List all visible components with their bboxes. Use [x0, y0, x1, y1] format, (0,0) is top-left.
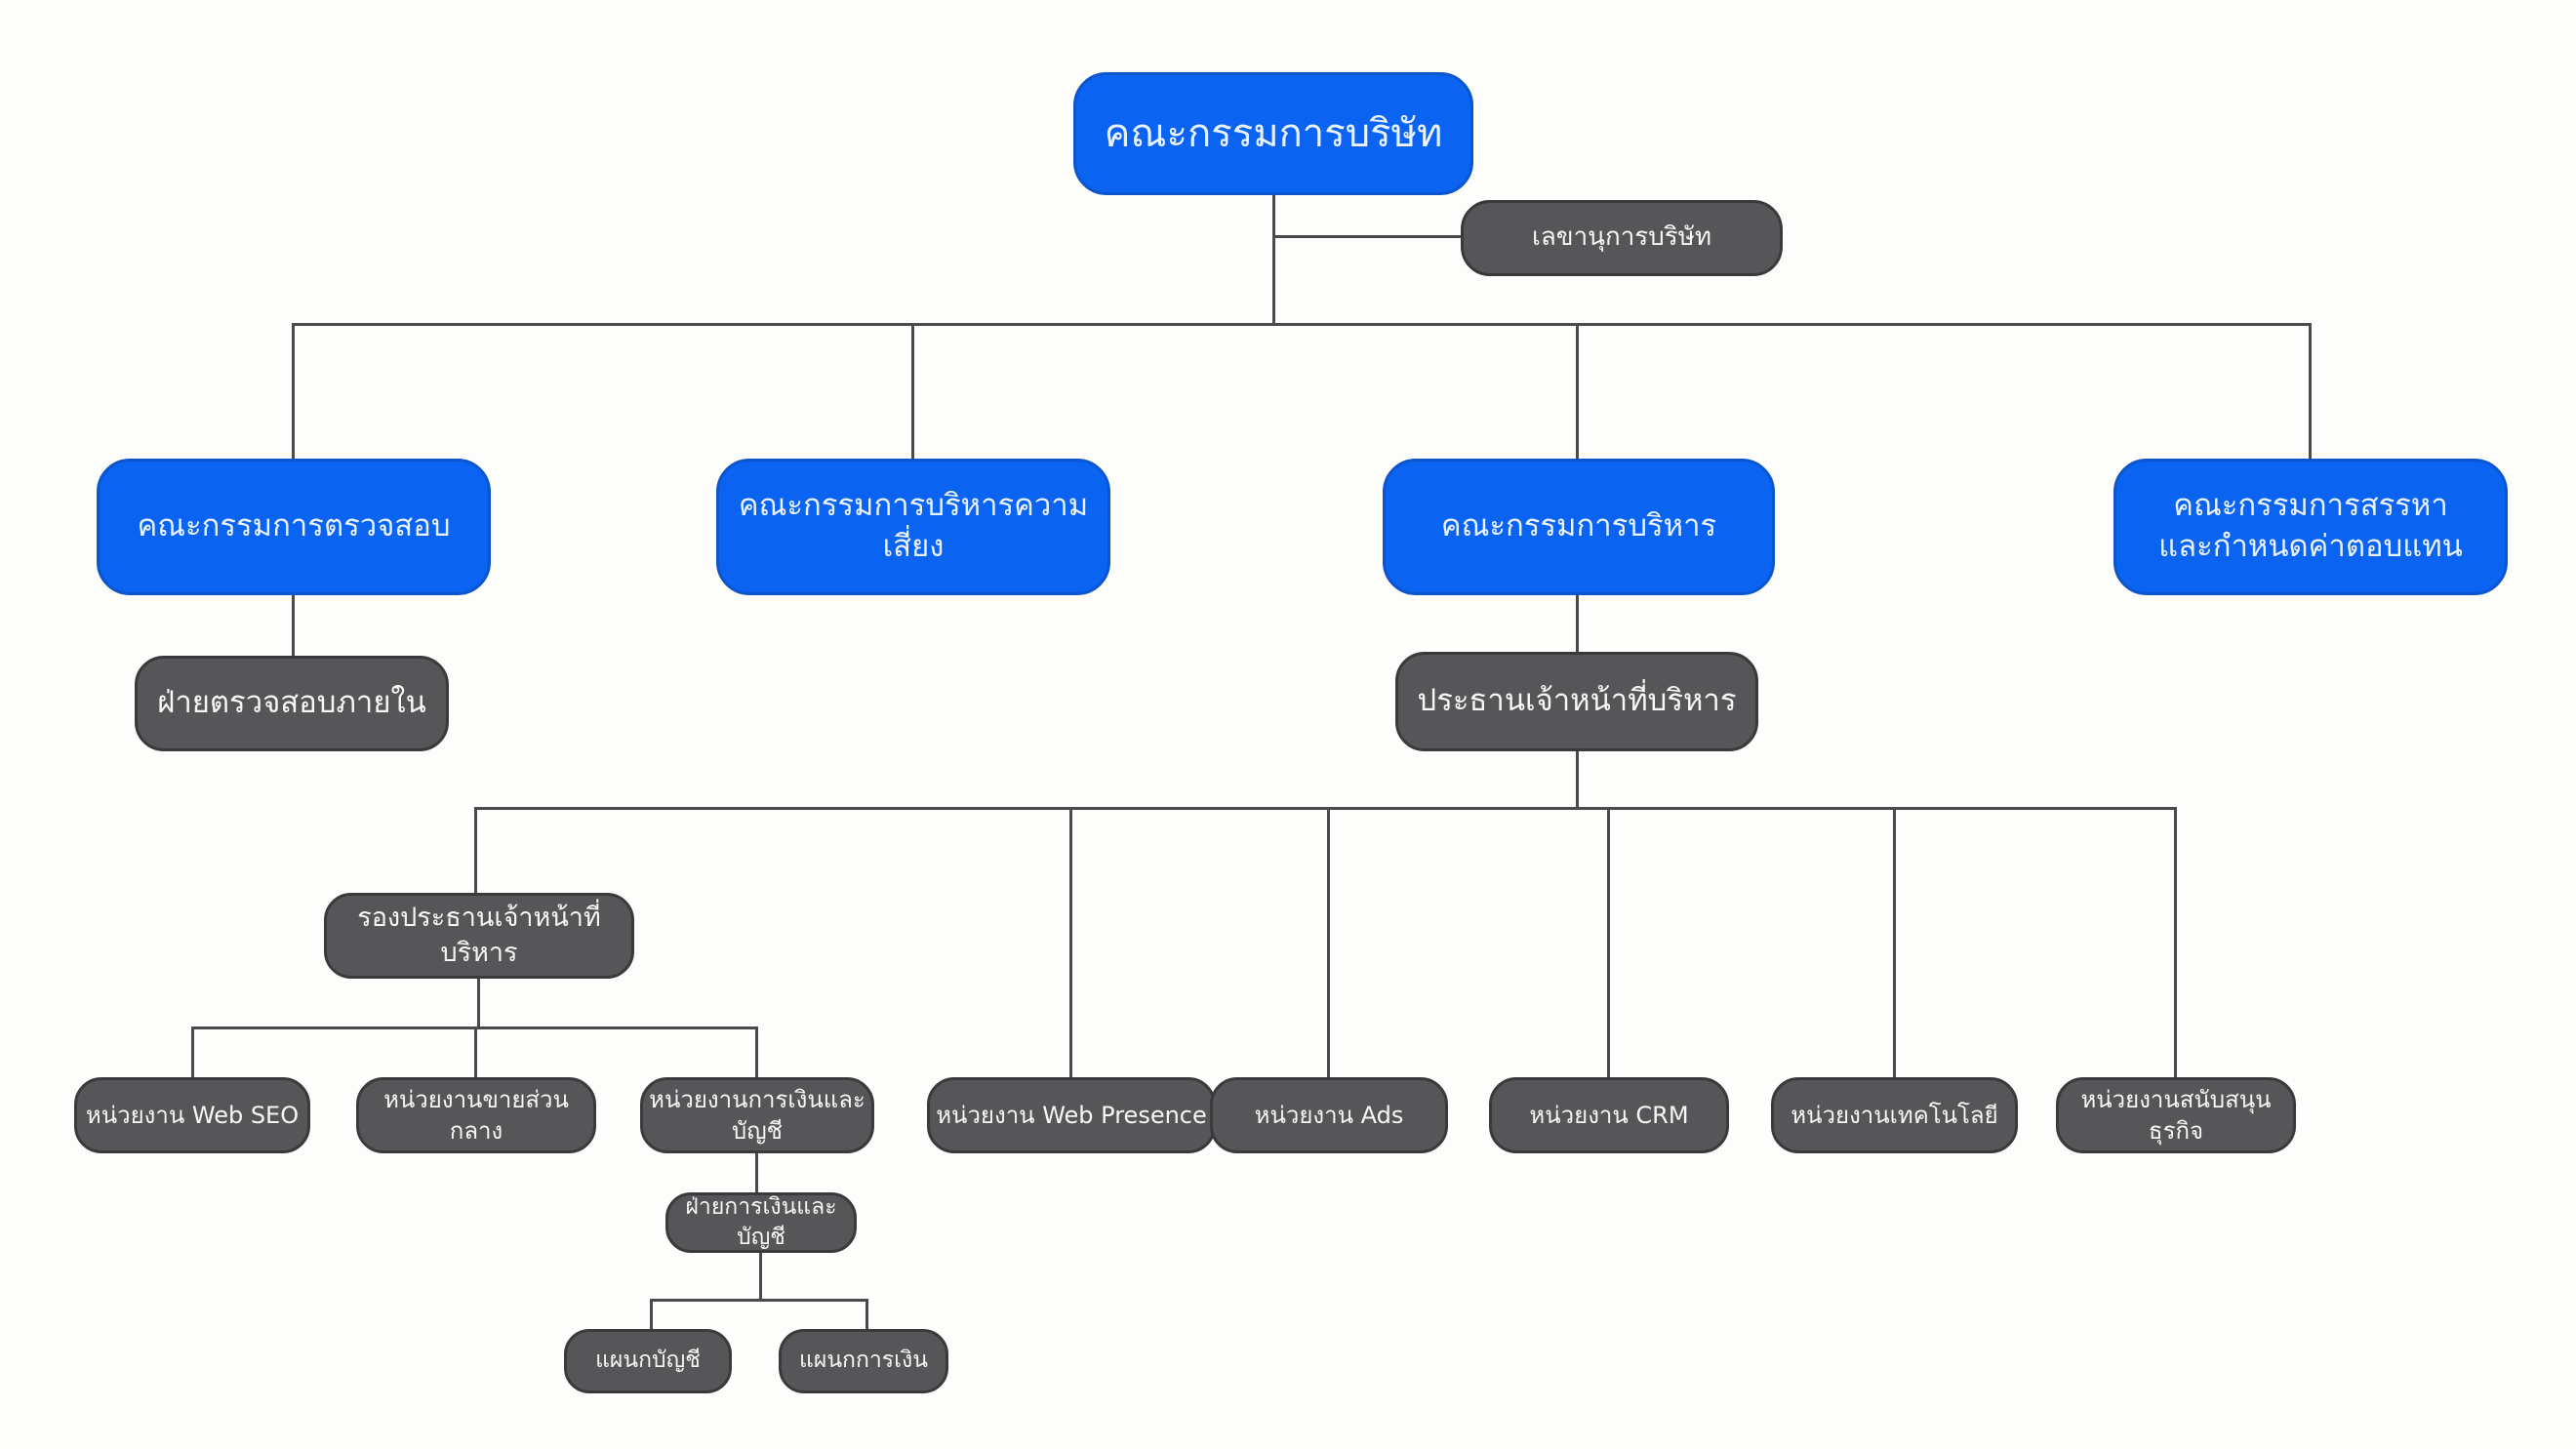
node-unit-business-support: หน่วยงานสนับสนุนธุรกิจ	[2056, 1077, 2296, 1153]
connector	[1069, 807, 1072, 1079]
node-unit-ads: หน่วยงาน Ads	[1210, 1077, 1448, 1153]
node-finance-section: แผนกการเงิน	[779, 1329, 948, 1393]
node-internal-audit-department: ฝ่ายตรวจสอบภายใน	[135, 656, 449, 751]
connector	[474, 807, 2177, 810]
connector	[650, 1299, 653, 1330]
connector	[474, 1026, 477, 1079]
connector	[759, 1251, 762, 1302]
connector	[1272, 235, 1463, 238]
connector	[755, 1026, 758, 1079]
connector	[755, 1151, 758, 1194]
connector	[1576, 593, 1579, 654]
node-unit-crm: หน่วยงาน CRM	[1489, 1077, 1729, 1153]
node-unit-central-sales: หน่วยงานขายส่วนกลาง	[356, 1077, 596, 1153]
node-unit-finance-accounting: หน่วยงานการเงินและบัญชี	[640, 1077, 874, 1153]
connector	[650, 1299, 868, 1302]
connector	[1327, 807, 1330, 1079]
connector	[911, 323, 914, 460]
connector	[2174, 807, 2177, 1079]
connector	[292, 593, 295, 658]
node-risk-management-committee: คณะกรรมการบริหารความเสี่ยง	[716, 459, 1110, 595]
node-deputy-chief-executive-officer: รองประธานเจ้าหน้าที่บริหาร	[324, 893, 634, 979]
connector	[477, 977, 480, 1029]
connector	[1607, 807, 1610, 1079]
connector	[865, 1299, 868, 1330]
connector	[292, 323, 2312, 326]
node-unit-technology: หน่วยงานเทคโนโลยี	[1771, 1077, 2018, 1153]
connector	[1893, 807, 1896, 1079]
connector	[1576, 323, 1579, 460]
node-chief-executive-officer: ประธานเจ้าหน้าที่บริหาร	[1395, 652, 1758, 751]
node-executive-committee: คณะกรรมการบริหาร	[1383, 459, 1775, 595]
node-company-secretary: เลขานุการบริษัท	[1461, 200, 1783, 276]
node-board-of-directors: คณะกรรมการบริษัท	[1073, 72, 1473, 195]
connector	[191, 1026, 194, 1079]
node-accounting-section: แผนกบัญชี	[564, 1329, 732, 1393]
connector	[292, 323, 295, 460]
connector	[2309, 323, 2312, 460]
node-audit-committee: คณะกรรมการตรวจสอบ	[97, 459, 491, 595]
node-finance-accounting-department: ฝ่ายการเงินและบัญชี	[665, 1192, 857, 1253]
connector	[1576, 749, 1579, 810]
node-unit-web-seo: หน่วยงาน Web SEO	[74, 1077, 310, 1153]
node-unit-web-presence: หน่วยงาน Web Presence	[927, 1077, 1216, 1153]
connector	[474, 807, 477, 895]
node-nomination-remuneration-committee: คณะกรรมการสรรหา และกำหนดค่าตอบแทน	[2113, 459, 2508, 595]
connector	[1272, 195, 1275, 326]
